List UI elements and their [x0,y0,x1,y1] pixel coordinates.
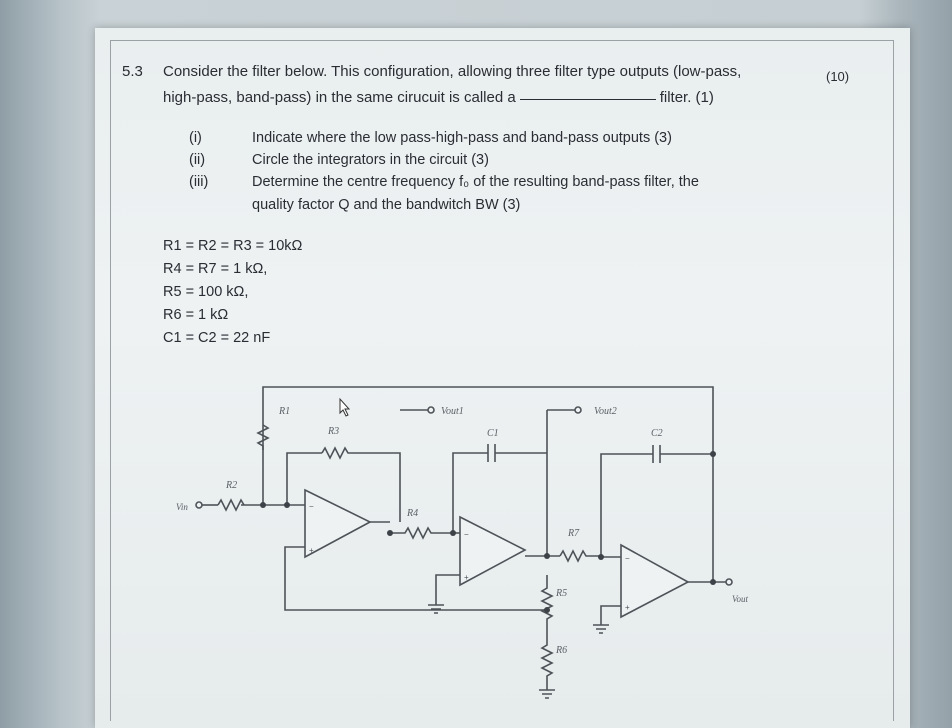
component-value: R5 = 100 kΩ, [163,284,249,300]
junction-dot [284,502,290,508]
r1-label: R1 [278,406,290,417]
vout-label: Vout [732,594,749,604]
c2-left-wire [600,453,645,557]
vout1-terminal [427,406,435,414]
component-value: C1 = C2 = 22 nF [163,330,271,346]
r3-right-wire [356,452,401,510]
r6-label: R6 [555,645,567,656]
r3-resistor [321,446,356,460]
item-number: (iii) [189,174,209,190]
item-text: Circle the integrators in the circuit (3… [252,152,489,168]
c1-left-wire [452,452,480,533]
component-value: R4 = R7 = 1 kΩ, [163,261,268,277]
item-number: (ii) [189,152,206,168]
feedback-to-r5-wire [284,546,547,611]
answer-blank[interactable] [519,98,656,100]
worksheet-page [95,28,910,728]
minus-sign: − [464,530,469,539]
opamp2-ground-wire [435,574,460,605]
item-number: (i) [189,130,202,146]
mouse-cursor-icon [339,397,351,417]
r4-label: R4 [406,508,418,519]
vout2-terminal [574,406,582,414]
question-text-line1: Consider the filter below. This configur… [163,63,742,80]
junction-dot [710,451,716,457]
item-text: Indicate where the low pass-high-pass an… [252,130,672,146]
r2-resistor [217,498,245,512]
junction-dot [387,530,393,536]
plus-sign: + [309,546,314,555]
r2-label: R2 [225,480,237,491]
r3-left-wire [286,452,322,505]
r7-label: R7 [567,528,580,539]
r7-resistor [559,549,601,563]
question-marks: (10) [826,69,850,84]
c2-capacitor [645,445,668,463]
r5-label: R5 [555,588,567,599]
minus-sign: − [309,502,314,511]
c1-label: C1 [487,428,499,439]
c1-capacitor [480,444,503,462]
question-border [110,40,894,721]
vin-terminal [195,501,203,509]
r4-resistor [390,526,455,540]
opamp3-ground-wire [600,605,621,625]
ground-symbol-3 [593,624,609,634]
question-text-line2-pre: high-pass, band-pass) in the same cirucu… [163,89,516,106]
ground-symbol-2 [428,604,444,614]
component-value: R6 = 1 kΩ [163,307,229,323]
junction-dot [710,579,716,585]
junction-dot [260,502,266,508]
ground-symbol-1 [539,689,555,699]
c2-label: C2 [651,428,663,439]
r3-label: R3 [327,426,339,437]
opamp-3 [620,543,690,619]
junction-dot [598,554,604,560]
plus-sign: + [625,603,630,612]
junction-dot [450,530,456,536]
minus-sign: − [625,554,630,563]
plus-sign: + [464,573,469,582]
question-text-line2-post: filter. (1) [659,89,714,106]
c2-right-wire [668,453,714,582]
opamp-2 [459,515,527,587]
junction-dot [544,553,550,559]
r1-resistor [256,424,270,450]
item-text: Determine the centre frequency f₀ of the… [252,174,699,190]
component-value: R1 = R2 = R3 = 10kΩ [163,238,303,254]
r5-r6-divider [540,575,554,690]
vout-terminal [725,578,733,586]
opamp-1 [304,488,372,559]
vout2-label: Vout2 [594,406,617,417]
question-number: 5.3 [122,63,143,80]
vin-label: Vin [176,502,188,512]
question-text-line2: high-pass, band-pass) in the same cirucu… [163,89,714,106]
item-text-continued: quality factor Q and the bandwitch BW (3… [252,197,521,213]
vout1-label: Vout1 [441,406,464,417]
junction-dot [544,607,550,613]
